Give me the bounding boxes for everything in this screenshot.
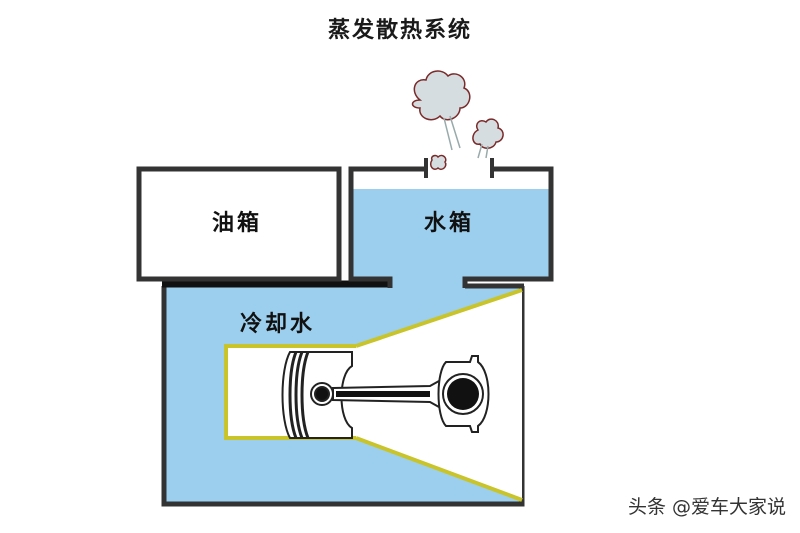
water-tank xyxy=(348,158,554,288)
piston-icon xyxy=(281,351,353,439)
watermark: 头条 @爱车大家说 xyxy=(627,496,786,518)
coolant-label: 冷却水 xyxy=(240,312,316,337)
steam-icon xyxy=(411,70,504,171)
diagram-title: 蒸发散热系统 xyxy=(327,18,472,43)
oil-tank-label: 油箱 xyxy=(212,211,263,236)
water-tank-label: 水箱 xyxy=(424,211,475,236)
connecting-rod-icon xyxy=(332,355,490,433)
oil-tank xyxy=(136,166,342,282)
